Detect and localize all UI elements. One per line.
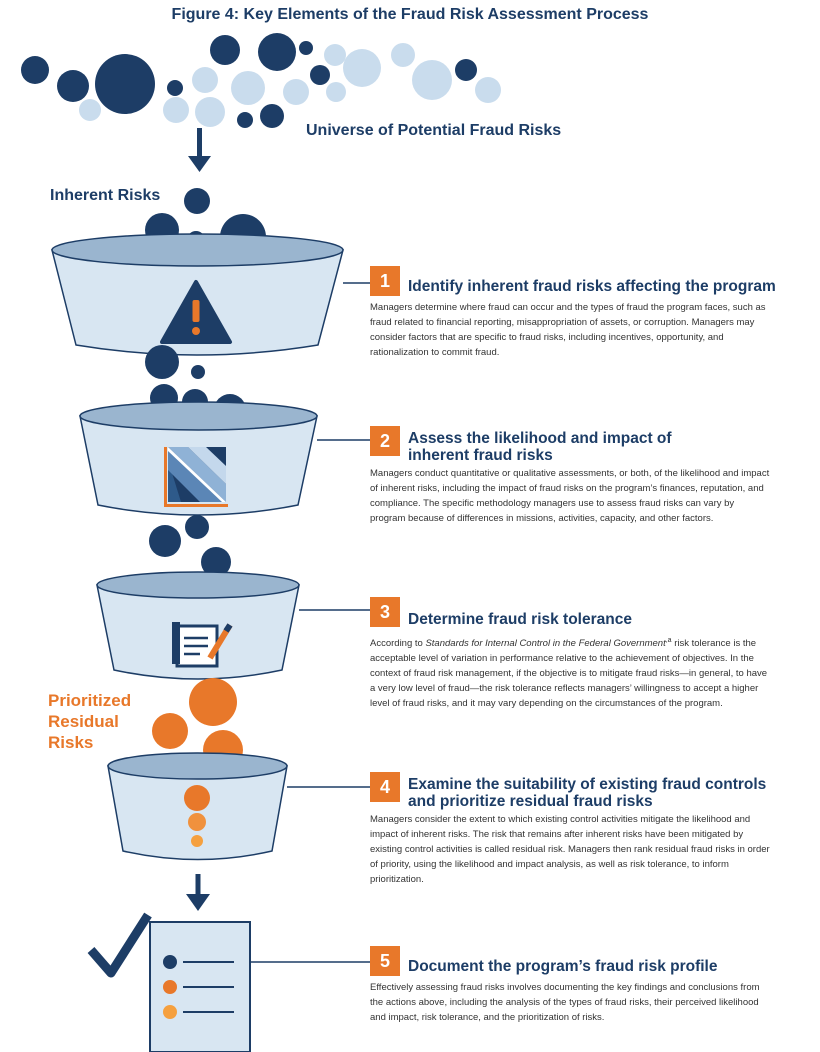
prioritized-label-line-2: Residual bbox=[48, 712, 119, 731]
arrow-down-icon-2 bbox=[186, 874, 210, 911]
heatmap-icon bbox=[164, 447, 228, 507]
funnel-bowl-2 bbox=[79, 401, 318, 516]
step-body-1: Managers determine where fraud can occur… bbox=[370, 302, 766, 358]
step-4: 4 Examine the suitability of existing fr… bbox=[370, 772, 790, 912]
prioritized-label-line-1: Prioritized bbox=[48, 691, 132, 710]
step-1: 1 Identify inherent fraud risks affectin… bbox=[370, 266, 790, 366]
step-2: 2 Assess the likelihood and impact of in… bbox=[370, 426, 790, 546]
stacked-dots-icon bbox=[184, 785, 210, 847]
checkmark-icon bbox=[87, 912, 152, 978]
step-3: 3 Determine fraud risk tolerance Accordi… bbox=[370, 597, 790, 757]
step-number-1: 1 bbox=[370, 266, 400, 296]
step-body-2: Managers conduct quantitative or qualita… bbox=[370, 468, 770, 524]
step-body-5: Effectively assessing fraud risks involv… bbox=[370, 982, 760, 1023]
checklist-document-icon bbox=[149, 921, 251, 1052]
step-body-3-rest: risk tolerance is the acceptable level o… bbox=[370, 638, 768, 710]
figure-title: Figure 4: Key Elements of the Fraud Risk… bbox=[171, 6, 649, 23]
step-heading-3: Determine fraud risk tolerance bbox=[408, 611, 632, 628]
prioritized-residual-risks-label: Prioritized Residual Risks bbox=[48, 690, 168, 753]
step-heading-4: Examine the suitability of existing frau… bbox=[408, 776, 767, 810]
universe-bubbles bbox=[21, 33, 501, 128]
step-number-3: 3 bbox=[370, 597, 400, 627]
step-body-3-prefix: According to bbox=[370, 638, 426, 650]
step-body-3-standard-title: Standards for Internal Control in the Fe… bbox=[425, 638, 666, 650]
step-number-5: 5 bbox=[370, 946, 400, 976]
inherent-risks-label: Inherent Risks bbox=[50, 187, 161, 204]
step-number-2: 2 bbox=[370, 426, 400, 456]
step-number-4: 4 bbox=[370, 772, 400, 802]
step-body-4: Managers consider the extent to which ex… bbox=[370, 814, 770, 885]
arrow-down-icon bbox=[188, 128, 211, 172]
step-heading-5: Document the program’s fraud risk profil… bbox=[408, 958, 718, 975]
step-body-3-footnote: ,a bbox=[665, 637, 672, 644]
funnel-bowl-4 bbox=[107, 752, 288, 861]
warning-icon bbox=[160, 280, 232, 344]
step-body-3: According to Standards for Internal Cont… bbox=[370, 633, 770, 711]
universe-label: Universe of Potential Fraud Risks bbox=[306, 122, 562, 139]
step-connectors bbox=[250, 282, 370, 963]
step-5: 5 Document the program’s fraud risk prof… bbox=[370, 946, 790, 1046]
document-pen-icon bbox=[172, 622, 233, 668]
step-heading-2: Assess the likelihood and impact of inhe… bbox=[408, 430, 672, 464]
step-heading-1: Identify inherent fraud risks affecting … bbox=[408, 278, 776, 295]
prioritized-label-line-3: Risks bbox=[48, 733, 94, 752]
